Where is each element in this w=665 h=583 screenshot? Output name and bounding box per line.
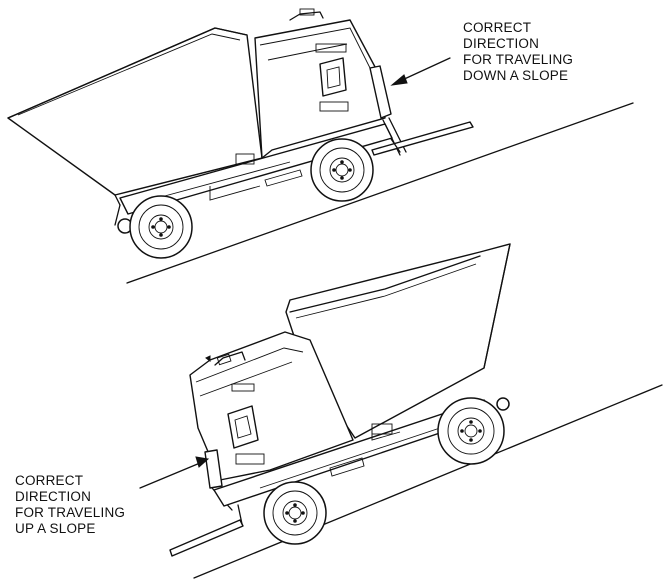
downhill-arrow bbox=[390, 57, 451, 86]
uphill-slope-line bbox=[193, 384, 663, 579]
downhill-scene bbox=[7, 8, 634, 284]
caption-down-line-3: FOR TRAVELING bbox=[463, 52, 574, 67]
caption-up-line-1: CORRECT bbox=[15, 473, 84, 488]
uphill-rear-wheel bbox=[263, 481, 327, 545]
caption-down-slope: CORRECT DIRECTION FOR TRAVELING DOWN A S… bbox=[463, 20, 573, 84]
downhill-slope-line bbox=[126, 102, 634, 284]
caption-up-line-2: DIRECTION bbox=[15, 489, 92, 504]
caption-up-line-4: UP A SLOPE bbox=[15, 521, 96, 536]
uphill-scene bbox=[139, 243, 663, 579]
downhill-front-wheel bbox=[129, 195, 193, 259]
caption-down-line-4: DOWN A SLOPE bbox=[463, 68, 569, 83]
caption-down-line-1: CORRECT bbox=[463, 20, 532, 35]
caption-up-line-3: FOR TRAVELING bbox=[15, 505, 126, 520]
uphill-front-wheel bbox=[437, 397, 505, 465]
uphill-arrow bbox=[139, 456, 210, 489]
downhill-rear-wheel bbox=[310, 138, 374, 202]
caption-up-slope: CORRECT DIRECTION FOR TRAVELING UP A SLO… bbox=[15, 473, 125, 537]
downhill-power-buggy bbox=[7, 8, 474, 259]
caption-down-line-2: DIRECTION bbox=[463, 36, 540, 51]
uphill-power-buggy bbox=[169, 243, 511, 557]
